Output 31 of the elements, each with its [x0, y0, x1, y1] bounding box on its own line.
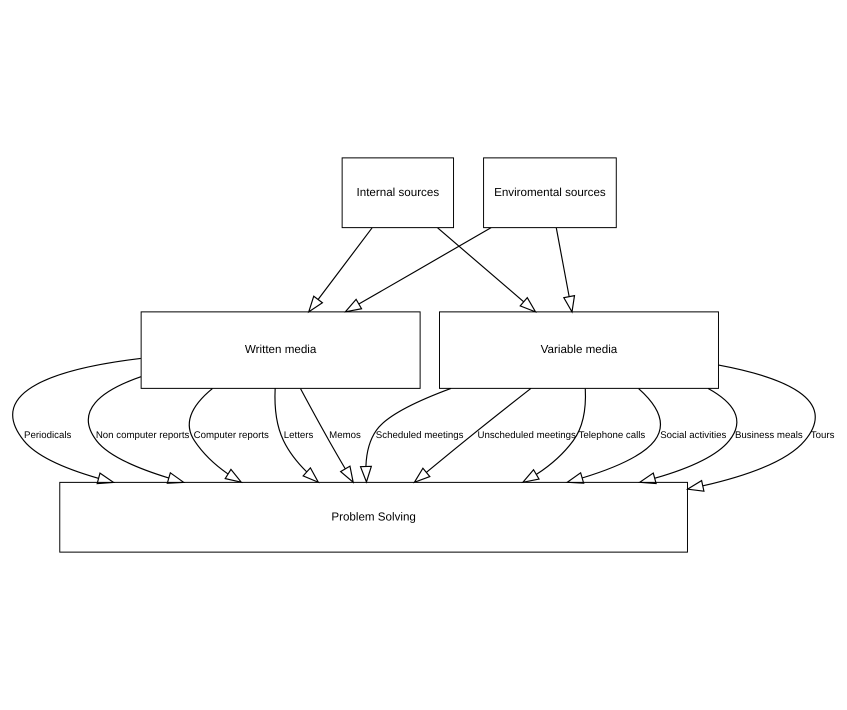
edge-label: Letters	[284, 430, 314, 441]
arrow	[556, 228, 576, 314]
arrow	[12, 358, 141, 484]
edge-label: Social activities	[660, 430, 726, 441]
arrow	[566, 388, 661, 484]
arrow	[437, 227, 537, 314]
arrow	[344, 227, 492, 313]
node-box: Enviromental sources	[483, 157, 617, 228]
edge-label: Telephone calls	[578, 430, 646, 441]
arrow	[521, 388, 586, 484]
arrow	[413, 388, 532, 484]
edge-label: Business meals	[734, 430, 803, 441]
edge-label: Tours	[810, 430, 834, 441]
arrow	[188, 388, 243, 484]
arrow	[686, 364, 816, 492]
arrow	[638, 388, 738, 484]
node-box: Written media	[140, 311, 421, 389]
arrow	[300, 388, 354, 484]
arrow	[274, 388, 320, 484]
node-box: Problem Solving	[59, 482, 688, 553]
node-box: Variable media	[439, 311, 719, 389]
edge-label: Memos	[329, 430, 361, 441]
node-box: Internal sources	[342, 157, 454, 228]
edge-label: Unscheduled meetings	[477, 430, 576, 441]
edge-label: Scheduled meetings	[376, 430, 464, 441]
arrow	[88, 376, 186, 484]
edge-label: Non computer reports	[96, 430, 190, 441]
arrow	[308, 227, 373, 314]
edge-label: Computer reports	[194, 430, 269, 441]
arrow	[360, 388, 452, 484]
edge-label: Periodicals	[24, 430, 72, 441]
